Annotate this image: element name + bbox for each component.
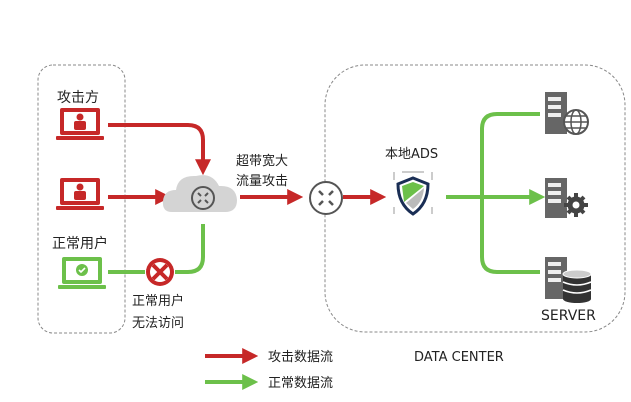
bandwidth-attack-label-1: 超带宽大 bbox=[236, 153, 288, 169]
attacker-label: 攻击方 bbox=[57, 90, 99, 106]
web-server-icon bbox=[545, 92, 589, 135]
bandwidth-attack-label-2: 流量攻击 bbox=[236, 174, 288, 189]
legend-normal-label: 正常数据流 bbox=[268, 376, 333, 391]
ads-shield-icon bbox=[393, 171, 433, 216]
blocked-label-2: 无法访问 bbox=[132, 316, 184, 331]
data-center-box bbox=[324, 64, 626, 333]
blocked-x-icon bbox=[146, 258, 174, 286]
user-laptop-icon bbox=[58, 257, 106, 289]
app-server-icon bbox=[545, 178, 588, 218]
attacker-laptop-icon bbox=[56, 178, 104, 210]
data-center-label: DATA CENTER bbox=[414, 350, 504, 365]
router-icon bbox=[309, 181, 343, 215]
database-server-icon bbox=[545, 257, 592, 303]
client-zone-box bbox=[37, 64, 126, 334]
server-label: SERVER bbox=[541, 308, 596, 324]
internet-cloud-icon bbox=[162, 175, 237, 212]
blocked-label-1: 正常用户 bbox=[132, 293, 184, 309]
local-ads-label: 本地ADS bbox=[385, 147, 438, 162]
normal-flow-line bbox=[108, 224, 205, 274]
attacker-laptop-icon bbox=[56, 108, 104, 140]
attack-flow-line bbox=[108, 123, 211, 176]
legend-attack-label: 攻击数据流 bbox=[268, 350, 333, 365]
normal-user-label: 正常用户 bbox=[52, 235, 108, 252]
normal-flow-line bbox=[480, 112, 540, 274]
